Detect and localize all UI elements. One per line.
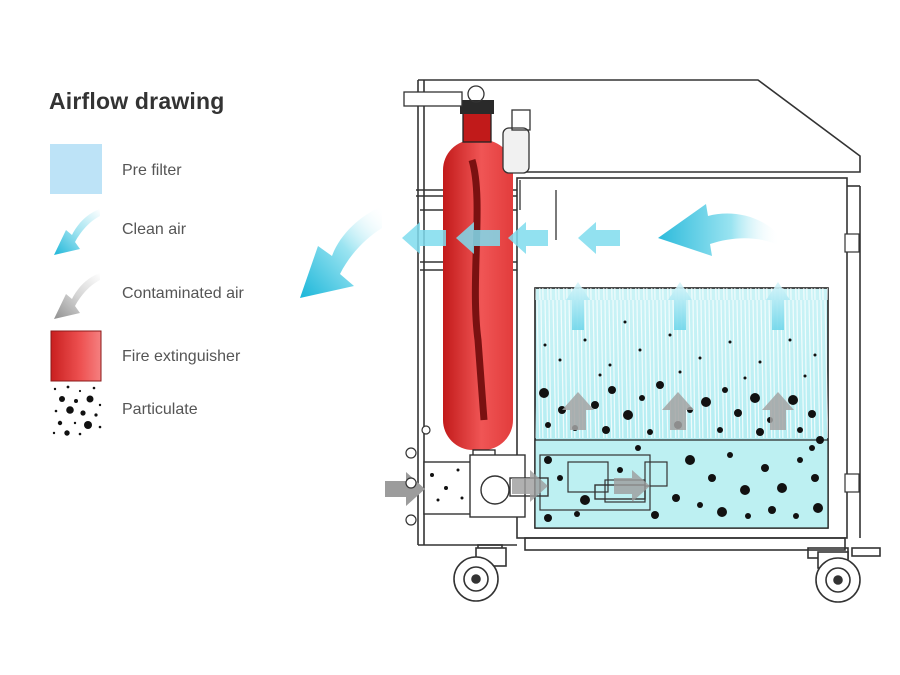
left-caster-wheel bbox=[453, 547, 507, 602]
legend-title: Airflow drawing bbox=[49, 88, 225, 114]
fire-extinguisher-swatch bbox=[50, 330, 102, 382]
clean-air-exhaust-arrows bbox=[402, 222, 620, 254]
side-hardware bbox=[405, 233, 860, 526]
clean-air-arrow-icon bbox=[54, 209, 100, 255]
contaminated-air-arrow-icon bbox=[54, 273, 100, 319]
legend-label-clean-air: Clean air bbox=[122, 221, 187, 238]
particulate-field bbox=[539, 320, 824, 522]
clean-air-outlet-arrow bbox=[300, 206, 382, 298]
top-fittings bbox=[403, 85, 557, 240]
upward-contaminated-air-arrows bbox=[562, 392, 794, 430]
front-bottom-module bbox=[423, 454, 646, 518]
legend-label-pre-filter: Pre filter bbox=[122, 162, 182, 179]
legend-label-contaminated-air: Contaminated air bbox=[122, 285, 244, 302]
legend-item-clean-air: Clean air bbox=[50, 203, 370, 257]
upward-clean-air-arrows bbox=[566, 282, 790, 330]
legend-item-contaminated-air: Contaminated air bbox=[50, 267, 370, 321]
particulate-dots-icon bbox=[52, 385, 102, 436]
legend-label-particulate: Particulate bbox=[122, 401, 198, 418]
pre-filter-swatch bbox=[50, 144, 102, 194]
clean-air-curved-arrow-inside bbox=[658, 204, 780, 256]
legend-item-fire-extinguisher: Fire extinguisher bbox=[50, 330, 370, 384]
legend-label-fire-extinguisher: Fire extinguisher bbox=[122, 348, 241, 365]
contaminated-air-inlet-arrows bbox=[385, 470, 650, 506]
legend-item-particulate: Particulate bbox=[50, 383, 370, 437]
legend-item-pre-filter: Pre filter bbox=[50, 144, 370, 198]
fire-extinguisher-bottle bbox=[443, 100, 530, 465]
right-caster-wheel bbox=[815, 551, 861, 603]
